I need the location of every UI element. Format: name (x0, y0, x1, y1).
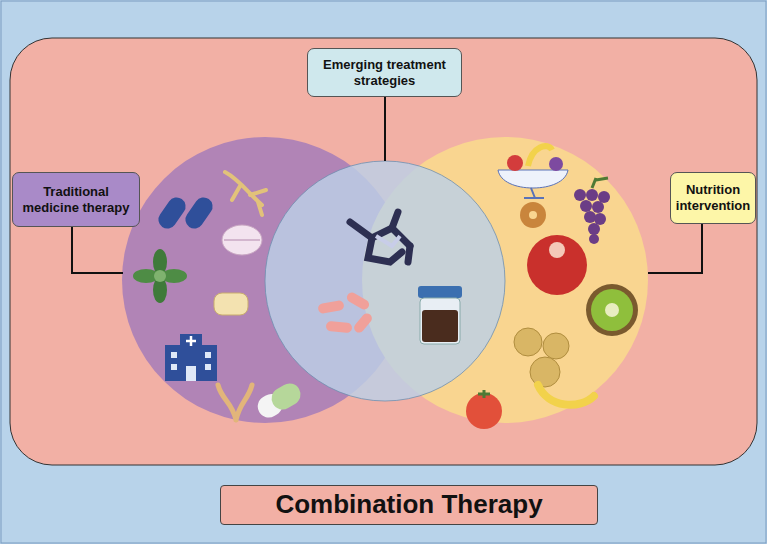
window (171, 352, 177, 358)
chain-highlight (376, 236, 400, 246)
root-icon (218, 385, 252, 420)
bacterium (326, 321, 353, 333)
cross (186, 336, 196, 346)
chain (350, 222, 410, 246)
donut-hole (529, 211, 537, 219)
bacterium (352, 311, 374, 334)
grape (592, 201, 604, 213)
strategy-label-box: Emerging treatment strategies (307, 48, 462, 97)
jar-lid (418, 286, 462, 298)
capsule-half (268, 379, 305, 413)
longan (543, 333, 569, 359)
chain (408, 246, 410, 262)
grape (574, 189, 586, 201)
leader-line (648, 224, 702, 273)
leader-line (384, 97, 386, 161)
fruit (549, 157, 563, 171)
grape-stem (592, 178, 608, 188)
pill-icon (222, 225, 262, 255)
grape (580, 200, 592, 212)
fruit-bowl-icon (498, 146, 568, 198)
emerging-circle (265, 161, 505, 401)
capsule-icon (155, 194, 189, 232)
hospital-icon (165, 334, 217, 381)
grapes-icon (574, 189, 610, 244)
title-box: Combination Therapy (220, 485, 598, 525)
grape (586, 189, 598, 201)
window (205, 364, 211, 370)
strategy-label-box: Traditional medicine therapy (12, 172, 140, 227)
capsule-icon (182, 194, 216, 232)
node-label: Nutrition intervention (676, 182, 750, 213)
fruit (507, 155, 523, 171)
kiwi-core (605, 303, 619, 317)
grape (598, 191, 610, 203)
bacterium (317, 300, 344, 314)
longan (530, 357, 560, 387)
banana-icon (538, 385, 594, 405)
building (165, 345, 217, 381)
door (186, 366, 196, 381)
grape (588, 223, 600, 235)
grape (594, 213, 606, 225)
pomegranate-crown (549, 242, 565, 258)
strategy-label-box: Nutrition intervention (670, 172, 756, 224)
polysaccharide-icon (350, 212, 410, 262)
pomegranate-icon (527, 235, 587, 295)
tomato-icon (466, 393, 502, 429)
grape (584, 211, 596, 223)
tomato-stem (478, 390, 490, 398)
capsule-icon (254, 379, 305, 421)
ginseng-icon (225, 172, 266, 215)
grape (589, 234, 599, 244)
window (171, 364, 177, 370)
kiwi-flesh (591, 289, 633, 331)
combination-region (10, 38, 757, 465)
bacterium (345, 291, 371, 312)
donut-icon (520, 202, 546, 228)
jar-body (420, 298, 460, 344)
bowl (498, 170, 568, 188)
longan-icon (514, 328, 569, 387)
probiotic-icon (317, 291, 374, 335)
banana (528, 146, 552, 166)
leader-line (72, 227, 123, 273)
bowl-stand (524, 188, 544, 198)
window (205, 352, 211, 358)
node-label: Combination Therapy (275, 489, 542, 520)
tablet-icon (214, 293, 248, 315)
kiwi-icon (586, 284, 638, 336)
jar-liquid (422, 310, 458, 342)
node-label: Traditional medicine therapy (19, 184, 133, 215)
chain (392, 212, 398, 228)
leaf-center (154, 270, 166, 282)
decoction-jar-icon (418, 286, 462, 344)
longan (514, 328, 542, 356)
herb-icon (133, 249, 187, 303)
building-top (180, 334, 202, 348)
node-label: Emerging treatment strategies (314, 57, 455, 88)
pill-line (224, 239, 260, 241)
